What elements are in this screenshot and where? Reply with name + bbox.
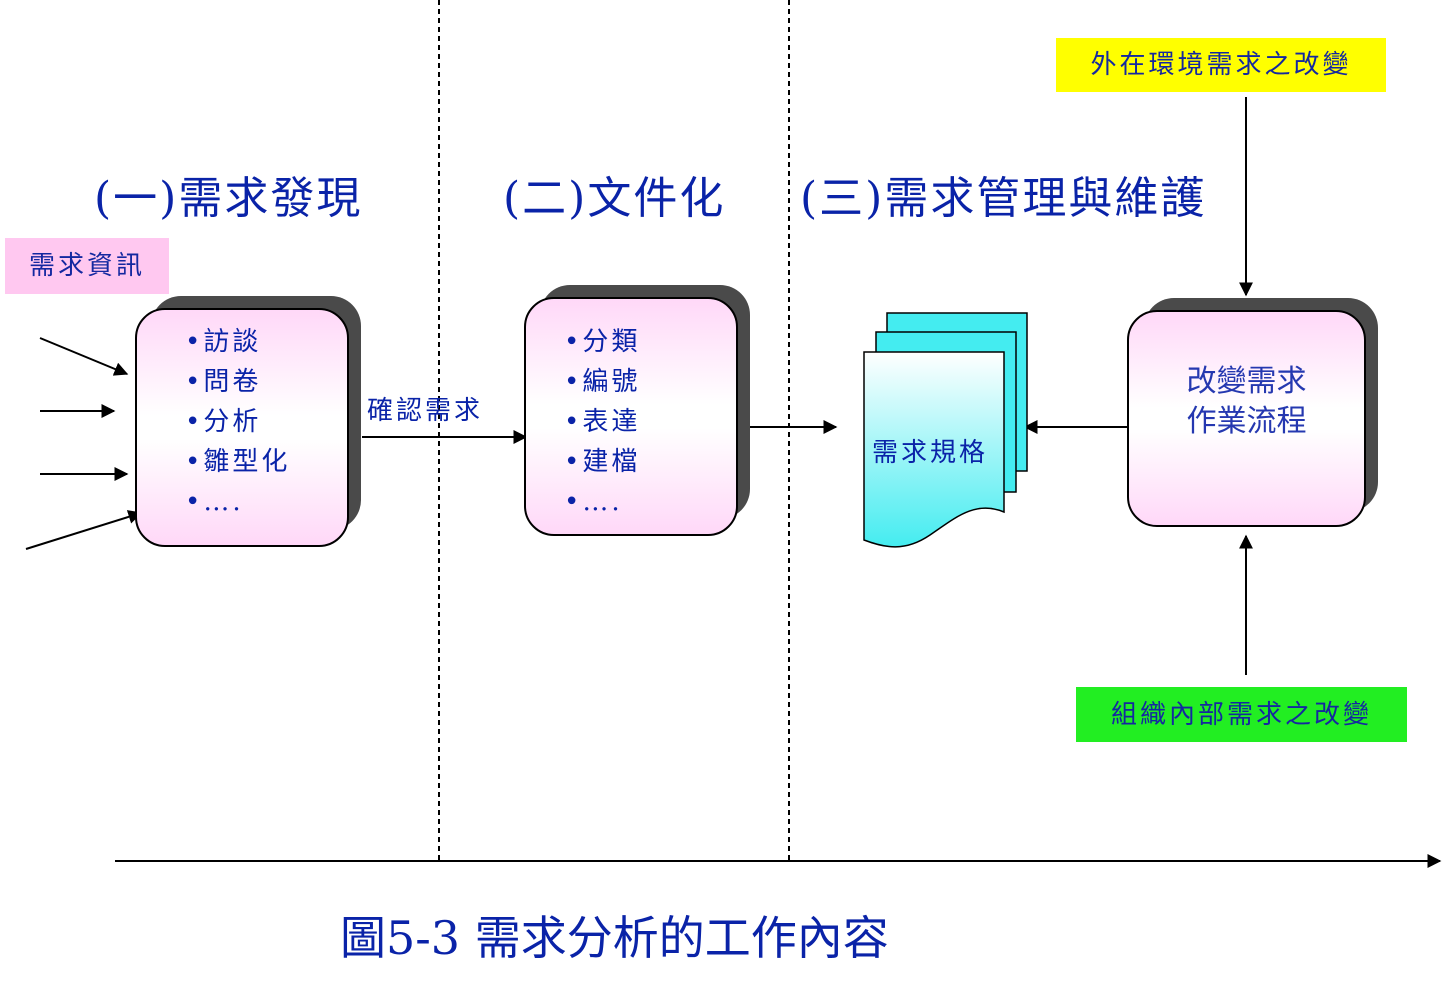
list-item: •表達: [564, 407, 641, 437]
list-item: •分類: [564, 327, 641, 357]
list-item: •雛型化: [185, 447, 291, 477]
change-process-line-2: 作業流程: [1186, 404, 1307, 439]
list-item: •分析: [185, 407, 262, 437]
spec-document-stack: [863, 312, 1028, 548]
requirement-info-tag: 需求資訊: [5, 238, 169, 294]
phase-title-discovery: (一)需求發現: [94, 173, 363, 224]
internal-change-tag: 組織內部需求之改變: [1076, 687, 1407, 742]
spec-page-front: [863, 351, 1005, 548]
list-item: •….: [564, 487, 623, 517]
phase-title-management: (三)需求管理與維護: [800, 173, 1207, 224]
requirement-spec-label: 需求規格: [872, 438, 989, 468]
list-item: •建檔: [564, 447, 641, 477]
list-item: •編號: [564, 367, 641, 397]
documentation-box: •分類 •編號 •表達 •建檔 •….: [524, 297, 738, 536]
list-item: •….: [185, 487, 244, 517]
discovery-method-list: •訪談 •問卷 •分析 •雛型化 •….: [185, 322, 290, 522]
documentation-task-list: •分類 •編號 •表達 •建檔 •….: [564, 322, 640, 522]
input-arrow-1: [39, 337, 129, 376]
list-item: •訪談: [185, 327, 262, 357]
change-process-line-1: 改變需求: [1186, 364, 1307, 399]
external-change-tag: 外在環境需求之改變: [1056, 38, 1386, 92]
discovery-box: •訪談 •問卷 •分析 •雛型化 •….: [135, 308, 349, 547]
figure-caption: 圖5-3 需求分析的工作內容: [340, 911, 889, 965]
change-process-title: 改變需求 作業流程: [1129, 362, 1364, 442]
input-arrow-4: [25, 510, 143, 550]
change-process-box: 改變需求 作業流程: [1127, 310, 1366, 527]
list-item: •問卷: [185, 367, 262, 397]
phase-title-documentation: (二)文件化: [503, 173, 726, 224]
confirm-requirement-label: 確認需求: [367, 396, 484, 426]
